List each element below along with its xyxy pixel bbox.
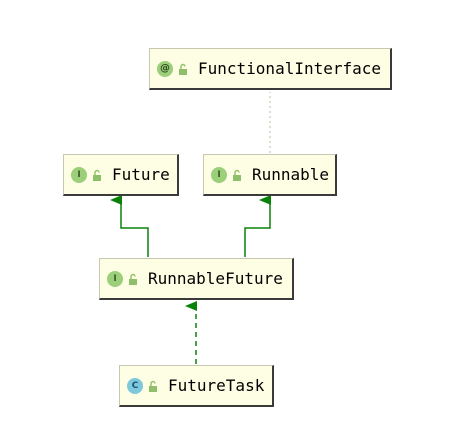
edge-runnablefuture-future: [110, 195, 149, 257]
node-label: FunctionalInterface: [198, 59, 382, 78]
unlocked-padlock-icon: [179, 63, 187, 75]
node-runnable-future[interactable]: I RunnableFuture: [99, 258, 294, 300]
interface-icon: I: [211, 166, 227, 183]
node-functional-interface[interactable]: @ FunctionalInterface: [149, 48, 392, 90]
node-label: RunnableFuture: [148, 269, 283, 288]
node-runnable[interactable]: I Runnable: [203, 154, 337, 196]
class-icon: C: [127, 377, 143, 394]
edge-runnablefuture-runnable: [244, 195, 271, 257]
unlocked-padlock-icon: [233, 169, 241, 181]
node-label: Runnable: [252, 165, 330, 184]
unlocked-padlock-icon: [93, 169, 101, 181]
annotation-type-icon: @: [157, 60, 173, 77]
interface-icon: I: [107, 270, 123, 287]
node-label: FutureTask: [168, 376, 265, 395]
node-label: Future: [112, 165, 170, 184]
node-future[interactable]: I Future: [63, 154, 179, 196]
interface-icon: I: [71, 166, 87, 183]
node-future-task[interactable]: C FutureTask: [119, 365, 274, 407]
unlocked-padlock-icon: [149, 380, 157, 392]
unlocked-padlock-icon: [129, 273, 137, 285]
